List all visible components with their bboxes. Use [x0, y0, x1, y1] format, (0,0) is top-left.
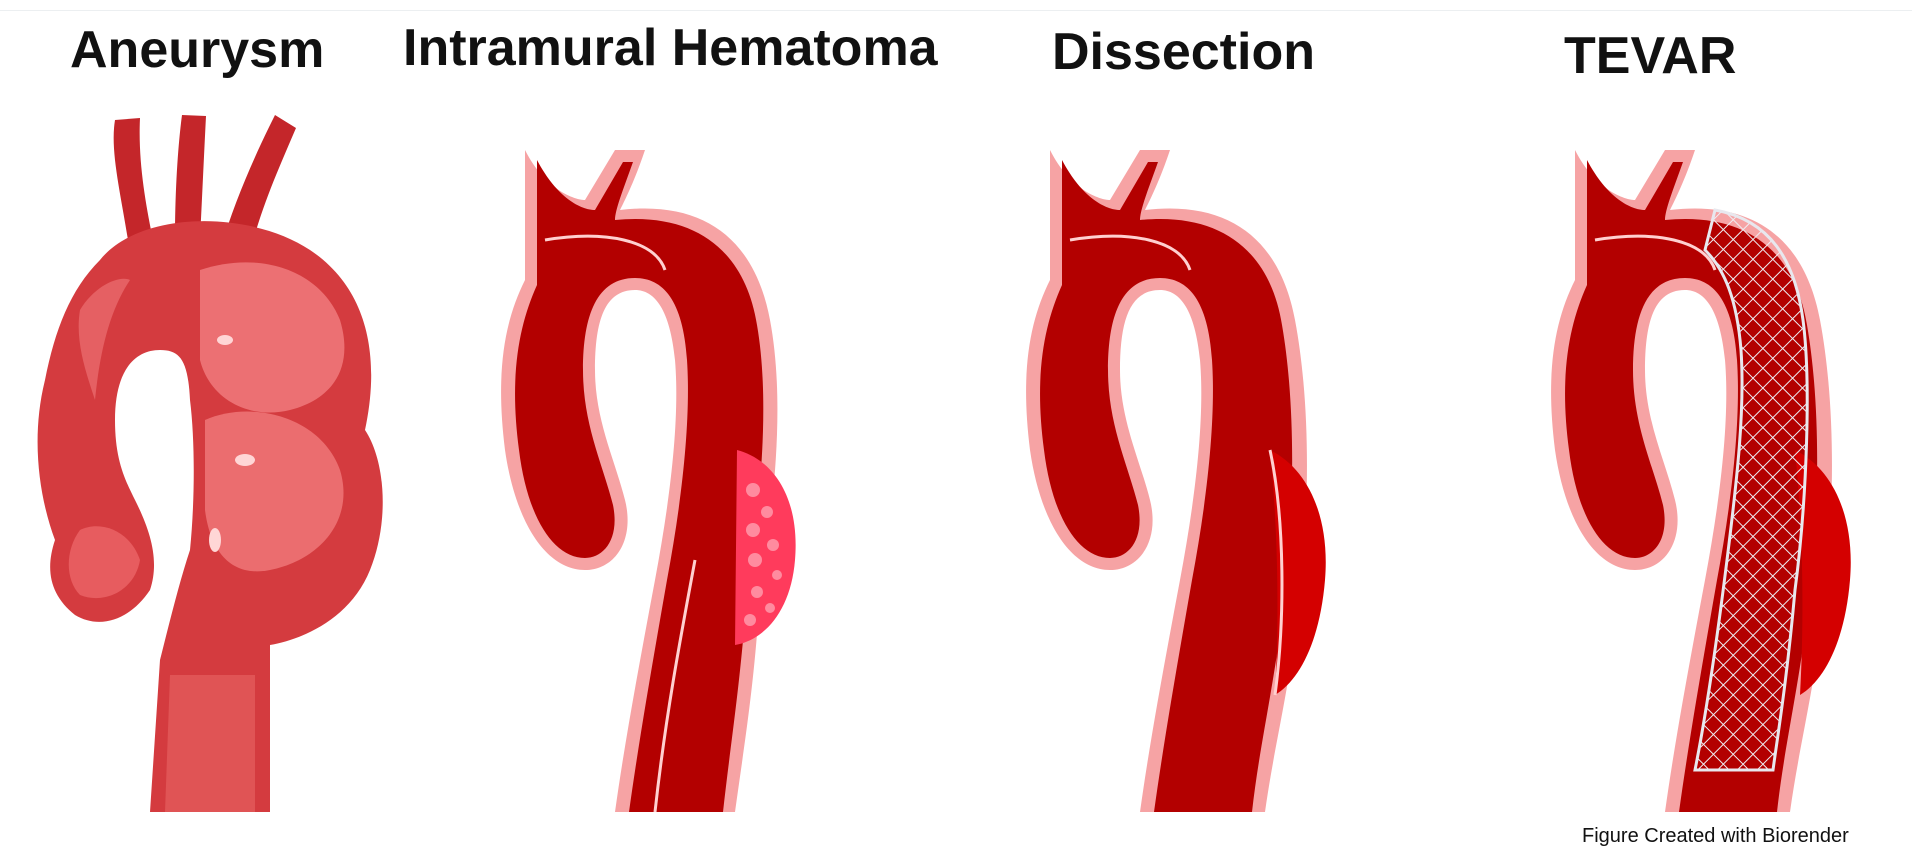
aneurysm-aorta-illustration — [20, 100, 400, 812]
tevar-aorta-illustration — [1555, 120, 1912, 812]
panel-title-aneurysm: Aneurysm — [70, 24, 324, 76]
panel-title-tevar: TEVAR — [1564, 30, 1736, 82]
dissection-aorta-illustration — [1030, 120, 1410, 812]
panel-title-intramural-hematoma: Intramural Hematoma — [403, 22, 938, 74]
intramural-hematoma-aorta-illustration — [505, 120, 885, 812]
top-divider-line — [0, 0, 1912, 11]
figure-credit: Figure Created with Biorender — [1582, 825, 1849, 848]
panel-title-dissection: Dissection — [1052, 26, 1315, 78]
